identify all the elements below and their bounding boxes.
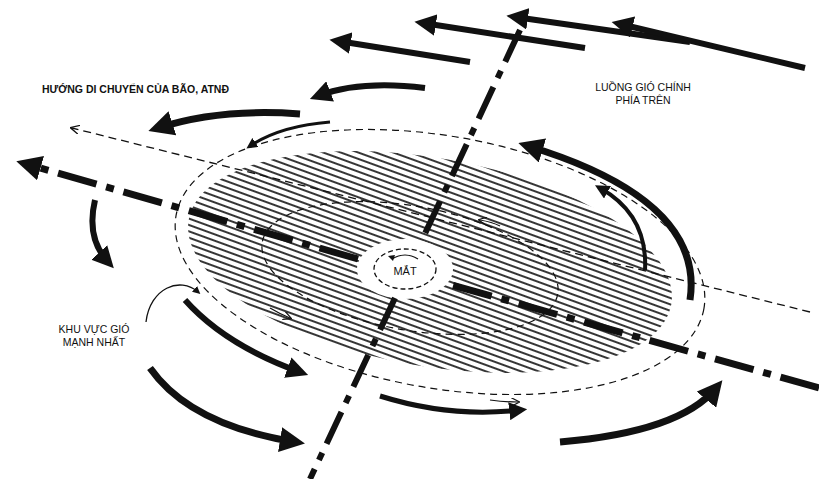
rotation-arrowhead (388, 255, 395, 261)
ring-arrow (480, 220, 500, 226)
upper-flow-arrows (338, 17, 805, 68)
eye-circle: MẮT (373, 248, 437, 290)
wind-arrow (158, 113, 300, 128)
wind-arrow (528, 146, 691, 300)
heading-label: HƯỚNG DI CHUYỂN CỦA BÃO, ATNĐ (40, 82, 284, 97)
inner-dashed-ring (252, 181, 569, 355)
eye-ring (374, 249, 436, 289)
wind-arrow (600, 188, 645, 270)
outer-dashed-ring (154, 91, 726, 432)
ring-arrow (270, 308, 290, 318)
cross-axis (422, 30, 520, 240)
leader-line (146, 285, 198, 322)
cross-axis (310, 298, 395, 479)
ring-arrowheads (270, 220, 518, 402)
ring-arrow (490, 400, 518, 402)
flow-arrow (338, 41, 470, 62)
wind-arrow (560, 388, 716, 442)
circulation-arrows (92, 85, 716, 442)
annotation-label: KHU VỰC GIÓ MẠNH NHẤT (44, 322, 144, 350)
dashed-track-line (72, 128, 810, 312)
storm-body-hatch (171, 117, 690, 407)
wind-arrow (380, 396, 520, 412)
wind-arrow (92, 200, 108, 262)
annotation-label: LUỒNG GIÓ CHÍNH PHÍA TRÊN (585, 80, 701, 108)
movement-axis-arrow (26, 164, 358, 259)
flow-arrow (423, 23, 585, 48)
eye-halo (357, 239, 453, 299)
flow-arrow (515, 17, 690, 42)
movement-axis (452, 285, 819, 388)
wind-arrow (150, 368, 295, 442)
eye-label: MẮT (393, 261, 416, 277)
wind-arrow (185, 300, 300, 372)
rotation-arrow (392, 255, 418, 259)
wind-arrow (250, 122, 330, 146)
wind-arrow (318, 85, 425, 96)
flow-arrow (620, 24, 805, 68)
